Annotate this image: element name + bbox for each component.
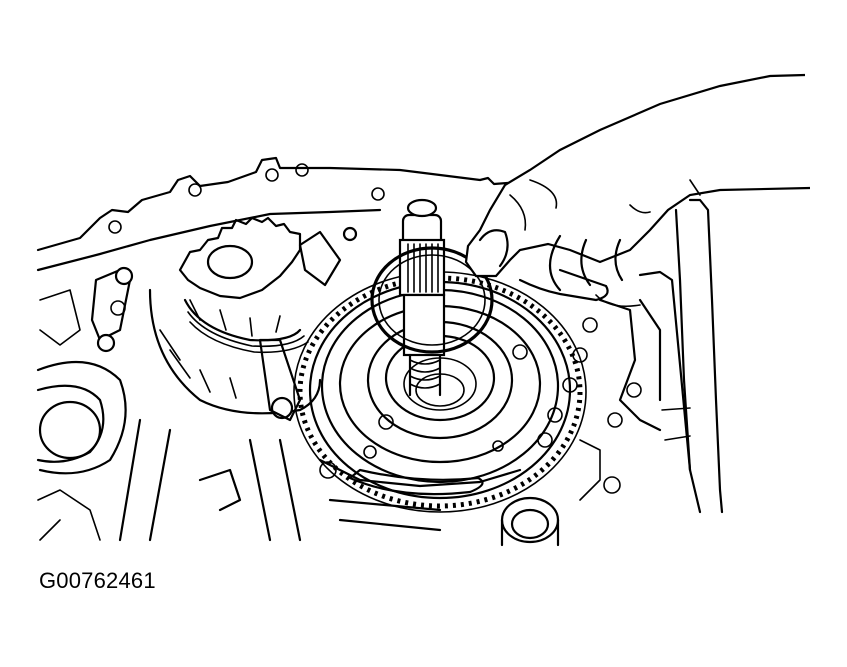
figure-id-label: G00762461 — [39, 568, 156, 593]
transaxle-housing — [36, 156, 724, 514]
o-ring — [370, 246, 494, 354]
differential-gear — [90, 216, 358, 422]
case-bolt-holes — [537, 298, 662, 501]
hand — [464, 73, 811, 308]
lower-housing — [318, 458, 560, 547]
input-shaft — [398, 198, 446, 397]
left-bearing-bore — [36, 289, 302, 542]
technical-illustration — [36, 73, 811, 547]
